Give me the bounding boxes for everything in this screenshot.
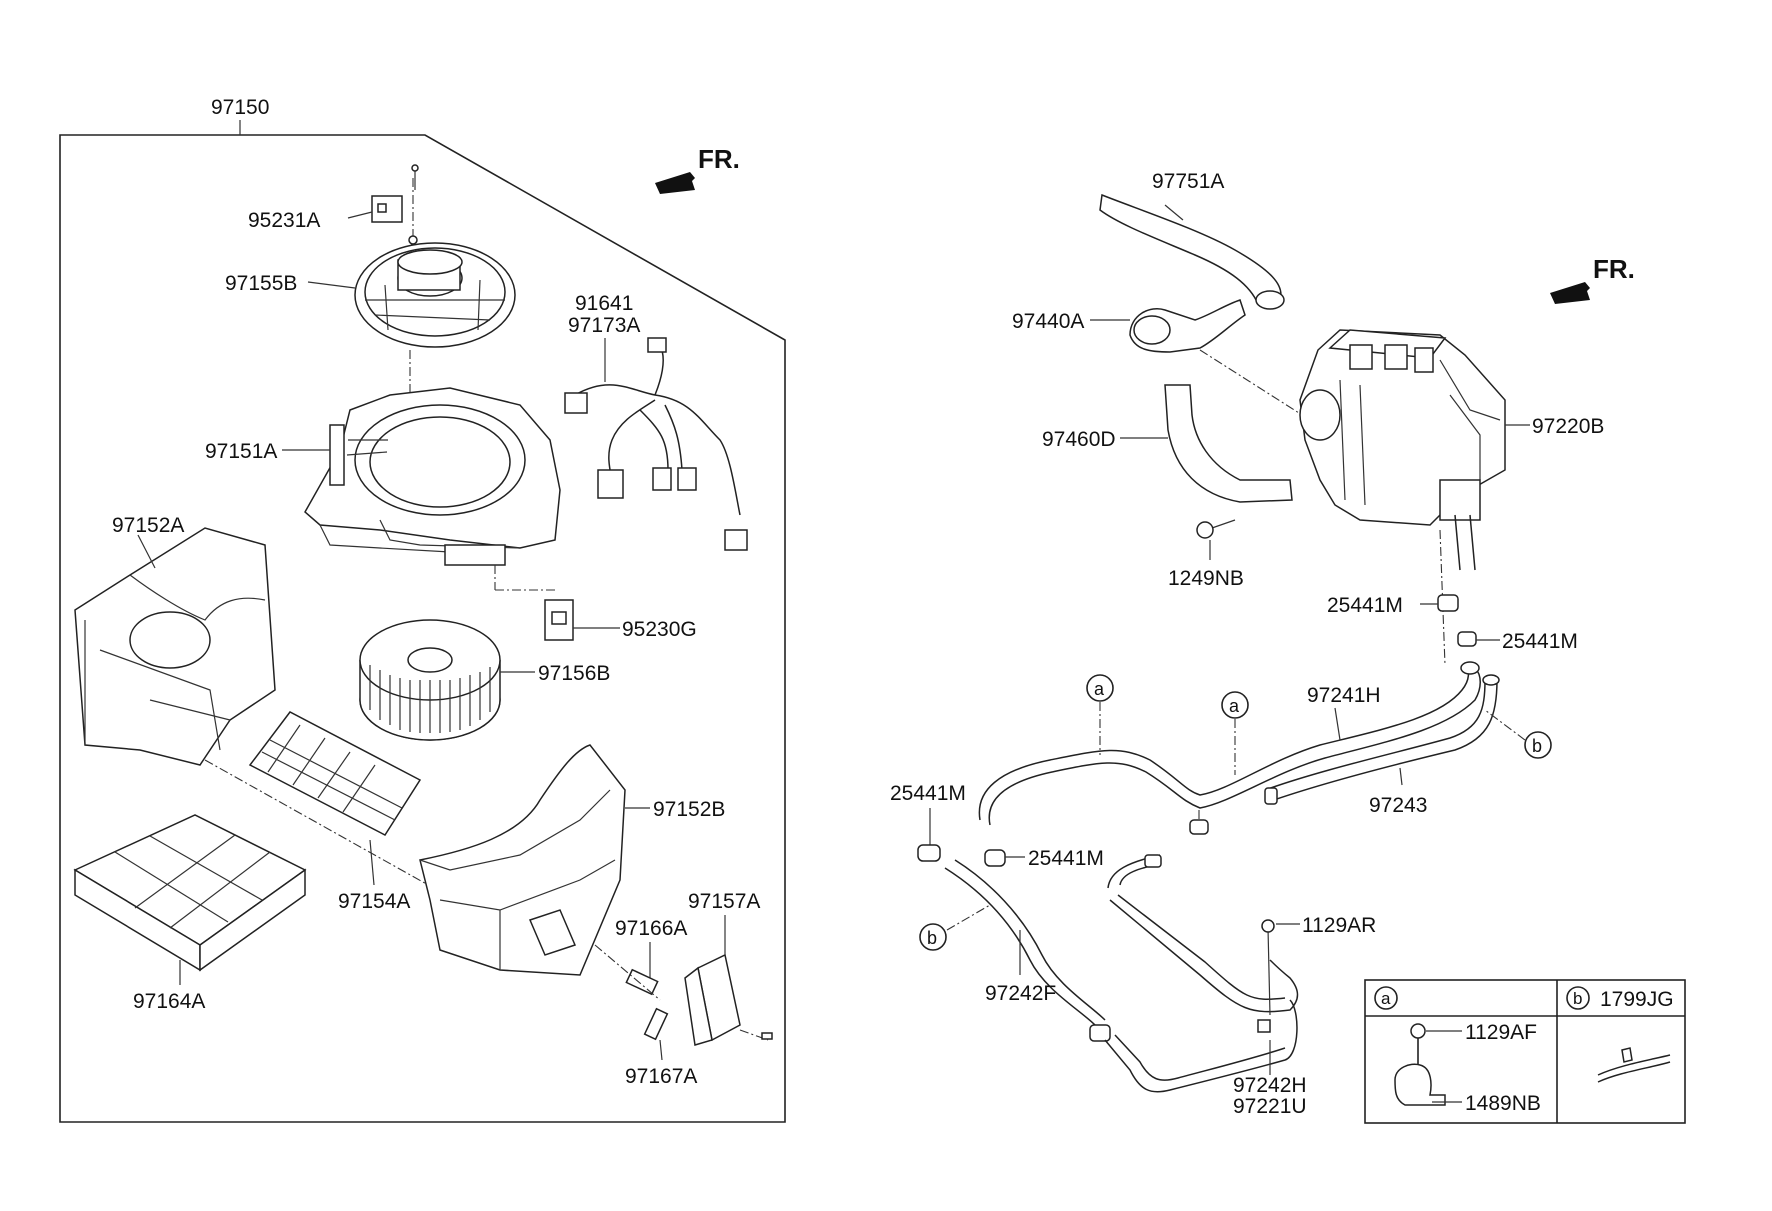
hose-97242h-part: 1129AR 97242H 97221U — [1104, 854, 1376, 1118]
legend-box: a b 1799JG 1129AF 1489NB — [1364, 979, 1686, 1124]
link-parts-group: 97166A 97167A — [594, 917, 697, 1088]
callout-1249nb: 1249NB — [1168, 567, 1244, 590]
callout-97151a: 97151A — [205, 440, 277, 463]
blower-fan-97156b-part: 97156B — [359, 619, 610, 741]
callout-97152b: 97152B — [653, 798, 725, 821]
callout-97157a: 97157A — [688, 890, 760, 913]
front-direction-marker-right: FR. — [1550, 254, 1635, 304]
blower-motor-97155b-part: 97155B — [225, 242, 516, 440]
ref-marker-a-2-label: a — [1229, 696, 1240, 716]
callout-97166a: 97166A — [615, 917, 687, 940]
callout-95230g: 95230G — [622, 618, 697, 641]
wiring-harness-97173a-part: 91641 97173A — [564, 292, 748, 551]
callout-97173a: 97173A — [568, 314, 640, 337]
ref-marker-a-1-label: a — [1094, 679, 1105, 699]
callout-1129ar: 1129AR — [1302, 914, 1376, 937]
callout-97243: 97243 — [1369, 794, 1427, 817]
callout-25441m-c: 25441M — [890, 782, 966, 805]
duct-97440a-part: 97440A — [1012, 299, 1311, 421]
lower-case-97152b-part: 97152B — [419, 744, 725, 976]
callout-25441m-a: 25441M — [1327, 594, 1403, 617]
callout-97150: 97150 — [211, 96, 269, 119]
front-label: FR. — [698, 144, 740, 174]
duct-97751a-part: 97751A — [1099, 170, 1285, 310]
legend-a-part-1: 1129AF — [1465, 1021, 1537, 1044]
blower-assembly-group: 97150 FR. 95231A — [59, 96, 786, 1123]
resistor-95230g-part: 95230G — [544, 599, 697, 641]
clamp-group-top: 25441M 25441M — [1327, 529, 1578, 666]
ref-marker-b-right: b — [1484, 709, 1552, 759]
upper-case-97151a-part: 97151A — [205, 387, 561, 591]
duct-97460d-part: 97460D 1249NB — [1042, 384, 1293, 590]
ref-marker-b-left-label: b — [927, 928, 937, 948]
ref-marker-b-right-label: b — [1532, 736, 1542, 756]
callout-97156b: 97156B — [538, 662, 610, 685]
callout-97220b: 97220B — [1532, 415, 1604, 438]
callout-97241h: 97241H — [1307, 684, 1381, 707]
callout-25441m-b: 25441M — [1502, 630, 1578, 653]
heater-unit-97220b-part: 97220B — [1299, 329, 1604, 571]
legend-b-part: 1799JG — [1600, 988, 1674, 1011]
filter-frame-97154a-part: 97154A — [248, 711, 422, 913]
callout-97167a: 97167A — [625, 1065, 697, 1088]
callout-97751a: 97751A — [1152, 170, 1224, 193]
callout-97242h: 97242H — [1233, 1074, 1307, 1097]
legend-a-part-2: 1489NB — [1465, 1092, 1541, 1115]
callout-97242f: 97242F — [985, 982, 1056, 1005]
callout-95231a: 95231A — [248, 209, 320, 232]
legend-b-marker: b — [1573, 989, 1582, 1008]
hvac-plumbing-group: FR. 97751A 97440A 97460D 1249NB — [890, 170, 1686, 1124]
legend-a-marker: a — [1381, 989, 1391, 1008]
ref-marker-a-1: a — [1086, 674, 1114, 755]
front-label-right: FR. — [1593, 254, 1635, 284]
callout-97440a: 97440A — [1012, 310, 1084, 333]
front-arrow-icon — [655, 172, 695, 194]
callout-97221u: 97221U — [1233, 1095, 1307, 1118]
front-direction-marker: FR. — [655, 144, 740, 194]
callout-97460d: 97460D — [1042, 428, 1116, 451]
callout-97164a: 97164A — [133, 990, 205, 1013]
hose-97242f-part: 97242F — [944, 859, 1111, 1042]
ref-marker-a-2: a — [1221, 691, 1249, 775]
callout-97152a: 97152A — [112, 514, 184, 537]
actuator-97157a-part: 97157A — [684, 890, 773, 1046]
callout-25441m-d: 25441M — [1028, 847, 1104, 870]
cabin-filter-97164a-part: 97164A — [73, 814, 307, 1013]
clamp-group-left: 25441M 25441M — [890, 782, 1209, 870]
lower-case-97152a-part: 97152A — [74, 514, 456, 901]
front-arrow-right-icon — [1550, 282, 1590, 304]
hose-97243-part: 97243 — [1264, 674, 1500, 817]
callout-97154a: 97154A — [338, 890, 410, 913]
callout-91641: 91641 — [575, 292, 633, 315]
ref-marker-b-left: b — [919, 904, 991, 951]
relay-95231a-part: 95231A — [248, 164, 419, 248]
hose-97241h-part: 97241H — [978, 661, 1481, 826]
callout-97155b: 97155B — [225, 272, 297, 295]
assembly-frame — [59, 134, 786, 1123]
